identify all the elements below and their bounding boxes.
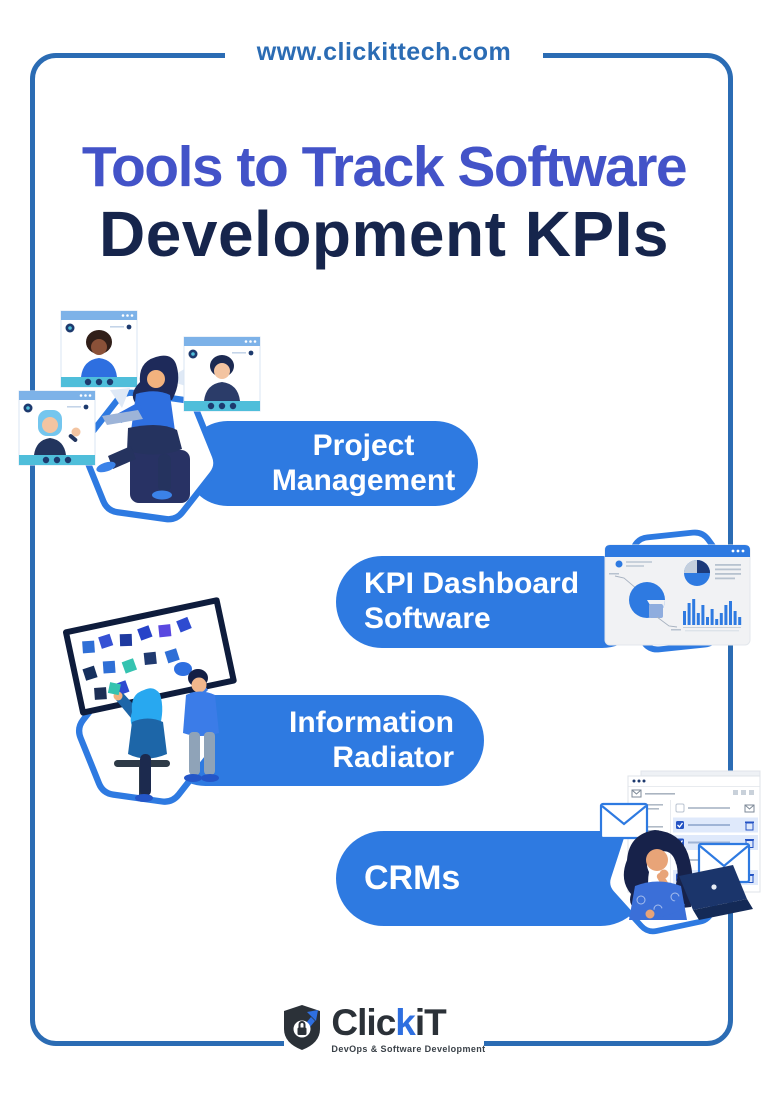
pill-label: Software — [364, 602, 491, 635]
standing-man-figure — [174, 662, 219, 782]
brand-suffix: iT — [414, 1002, 447, 1043]
kanban-board-team-illustration — [62, 597, 237, 802]
crm-illustration — [599, 770, 761, 920]
pill-label: Radiator — [332, 740, 454, 774]
title-line-1: Tools to Track Software — [81, 135, 688, 199]
bar-chart-icon — [683, 599, 742, 625]
clickit-logo: ClickiT DevOps & Software Development — [0, 1002, 768, 1054]
kpi-dashboard-illustration — [604, 544, 751, 646]
video-call-window-icon — [18, 390, 96, 466]
pie-chart-icon — [629, 582, 665, 618]
pill-crms: CRMs — [336, 831, 648, 926]
pill-label: KPI Dashboard — [364, 567, 580, 601]
laptop-icon — [679, 865, 753, 920]
title-line-2: Development KPIs — [99, 197, 669, 270]
logo-tagline: DevOps & Software Development — [331, 1043, 486, 1054]
frame-gap-top — [225, 40, 543, 68]
speech-tail — [110, 388, 130, 408]
thinking-woman-figure — [623, 830, 693, 920]
clickit-shield-icon — [284, 1005, 321, 1050]
brand-prefix: Clic — [331, 1002, 396, 1043]
video-call-window-icon — [60, 310, 138, 388]
video-call-window-icon — [183, 336, 261, 412]
pill-label: Information — [289, 705, 454, 739]
pill-label: CRMs — [364, 858, 461, 897]
envelope-icon — [599, 802, 649, 840]
page-title: Tools to Track Software Development KPIs — [0, 136, 768, 269]
pill-kpi-dashboard-software: KPI Dashboard Software — [336, 556, 648, 648]
clickit-wordmark: ClickiT — [331, 1002, 485, 1043]
small-pie-chart-icon — [684, 560, 710, 586]
pill-label: Project — [312, 428, 415, 462]
brand-accent: k — [395, 1002, 416, 1043]
site-url[interactable]: www.clickittech.com — [256, 38, 512, 66]
video-call-team-illustration — [18, 310, 261, 503]
seated-woman-figure — [107, 682, 167, 802]
pill-project-management: Project Management — [185, 421, 478, 506]
sitting-woman-figure — [96, 355, 190, 503]
pill-label: Management — [271, 463, 456, 497]
dashboard-window-icon — [604, 544, 751, 646]
